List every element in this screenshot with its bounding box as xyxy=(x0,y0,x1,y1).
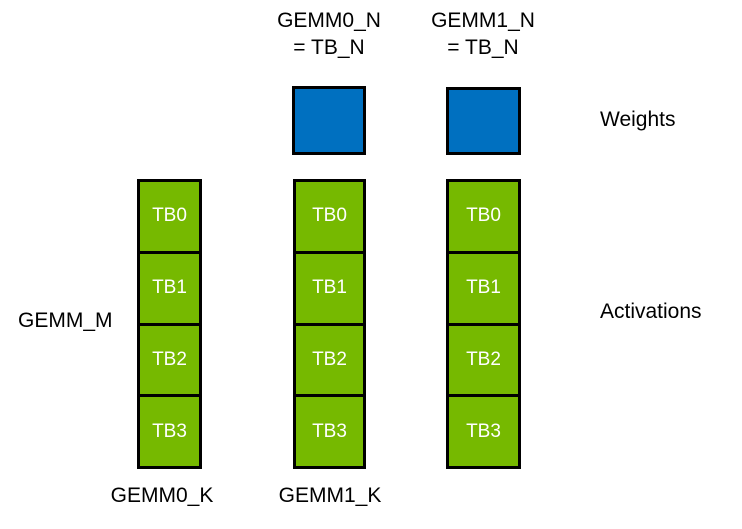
tb-label: TB2 xyxy=(466,348,501,370)
tb-cell: TB0 xyxy=(449,182,518,251)
gemm-m-dimension-label: GEMM_M xyxy=(18,309,113,332)
tb-cell: TB2 xyxy=(296,325,363,395)
gemm1-n-dimension-label: GEMM1_N = TB_N xyxy=(431,7,535,61)
activation-column-1: TB0 TB1 TB2 TB3 xyxy=(293,179,366,469)
tb-label: TB2 xyxy=(312,348,347,370)
tb-label: TB0 xyxy=(312,205,347,227)
gemm0-n-line1: GEMM0_N xyxy=(277,9,381,32)
tb-cell: TB3 xyxy=(296,397,363,466)
activations-label: Activations xyxy=(600,300,702,323)
gemm0-n-line2: = TB_N xyxy=(293,36,365,59)
weights-block-gemm0 xyxy=(292,86,366,155)
tb-cell: TB2 xyxy=(140,325,199,395)
tb-label: TB3 xyxy=(152,420,187,442)
tb-cell: TB3 xyxy=(449,397,518,466)
tb-cell: TB1 xyxy=(140,253,199,323)
tb-cell: TB0 xyxy=(296,182,363,251)
tb-label: TB0 xyxy=(152,205,187,227)
tb-label: TB0 xyxy=(466,205,501,227)
tb-label: TB1 xyxy=(152,277,187,299)
gemm1-n-line2: = TB_N xyxy=(447,36,519,59)
activation-column-0: TB0 TB1 TB2 TB3 xyxy=(137,179,202,469)
weights-label: Weights xyxy=(600,108,676,131)
tb-label: TB3 xyxy=(312,420,347,442)
activation-column-2: TB0 TB1 TB2 TB3 xyxy=(446,179,521,469)
tb-cell: TB2 xyxy=(449,325,518,395)
gemm1-n-line1: GEMM1_N xyxy=(431,9,535,32)
tb-label: TB1 xyxy=(466,277,501,299)
tb-cell: TB0 xyxy=(140,182,199,251)
tb-cell: TB3 xyxy=(140,397,199,466)
gemm1-k-dimension-label: GEMM1_K xyxy=(278,484,382,507)
weights-block-gemm1 xyxy=(446,87,521,155)
tb-label: TB2 xyxy=(152,348,187,370)
tb-cell: TB1 xyxy=(449,253,518,323)
tb-cell: TB1 xyxy=(296,253,363,323)
gemm0-n-dimension-label: GEMM0_N = TB_N xyxy=(277,7,381,61)
gemm0-k-dimension-label: GEMM0_K xyxy=(110,484,214,507)
tb-label: TB1 xyxy=(312,277,347,299)
tb-label: TB3 xyxy=(466,420,501,442)
